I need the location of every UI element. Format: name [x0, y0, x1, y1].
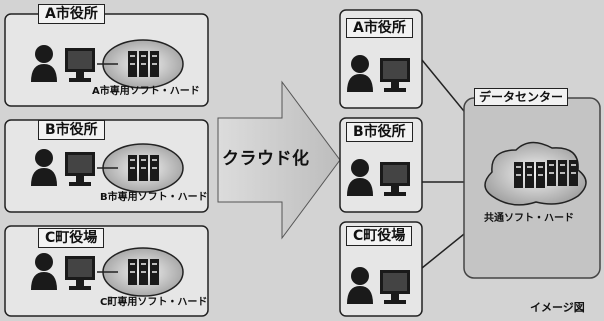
left-office-b-caption: B市専用ソフト・ハード [100, 192, 208, 203]
data-center-panel [463, 97, 601, 279]
data-center-title: データセンター [474, 88, 569, 106]
left-office-c-name: C町役場 [38, 228, 105, 248]
image-note: イメージ図 [530, 301, 585, 314]
left-office-c-panel [4, 225, 209, 317]
right-office-c-name: C町役場 [346, 226, 413, 246]
arrow-label: クラウド化 [222, 149, 310, 169]
cloud-arrow [217, 80, 341, 240]
left-office-a-caption: A市専用ソフト・ハード [92, 86, 200, 97]
left-office-b-panel [4, 119, 209, 213]
shared-software-hardware-caption: 共通ソフト・ハード [484, 213, 574, 224]
left-office-c-caption: C町専用ソフト・ハード [100, 297, 208, 308]
left-office-a-name: A市役所 [38, 4, 105, 24]
left-office-b-name: B市役所 [38, 120, 105, 140]
right-office-a-name: A市役所 [346, 18, 413, 38]
left-office-a-panel [4, 13, 209, 107]
right-office-b-name: B市役所 [346, 122, 413, 142]
